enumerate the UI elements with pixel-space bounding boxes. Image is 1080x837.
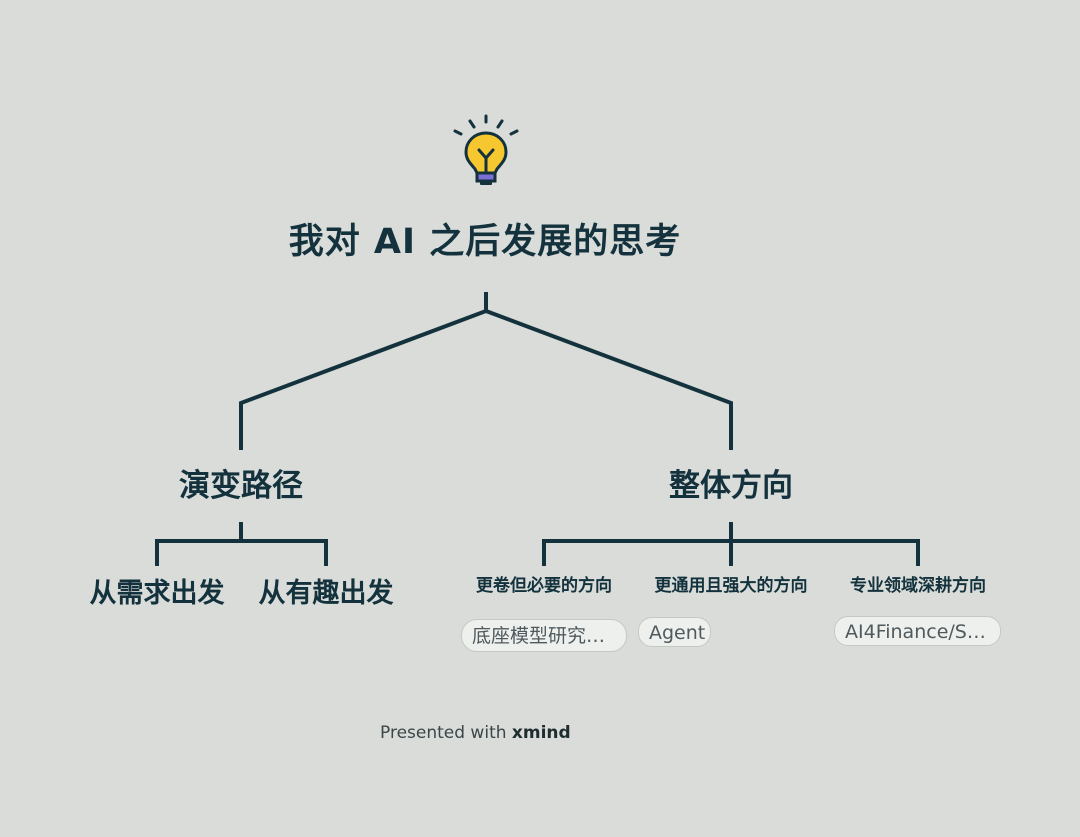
lightbulb-icon: [453, 114, 519, 185]
topic-general-direction[interactable]: 更通用且强大的方向: [654, 576, 808, 596]
note-foundation-model[interactable]: 底座模型研究…: [461, 619, 627, 652]
note-agent[interactable]: Agent: [638, 617, 711, 647]
xmind-logo: xmind: [511, 723, 571, 743]
topic-overall-direction[interactable]: 整体方向: [669, 468, 793, 504]
connector-root-left: [239, 292, 488, 450]
footer-prefix: Presented with: [380, 723, 507, 743]
note-ai4finance[interactable]: AI4Finance/S…: [834, 616, 1001, 646]
topic-competitive-direction[interactable]: 更卷但必要的方向: [476, 576, 612, 596]
topic-from-fun[interactable]: 从有趣出发: [258, 578, 394, 609]
topic-from-demand[interactable]: 从需求出发: [89, 578, 225, 609]
connector-left-children: [155, 522, 328, 566]
connector-root-right: [485, 309, 733, 450]
footer-credit: Presented with xmind: [380, 721, 590, 745]
connector-right-children: [542, 522, 920, 566]
topic-evolution-path[interactable]: 演变路径: [179, 468, 303, 504]
topic-specialized-direction[interactable]: 专业领域深耕方向: [850, 576, 986, 596]
root-topic[interactable]: 我对 AI 之后发展的思考: [288, 222, 682, 262]
